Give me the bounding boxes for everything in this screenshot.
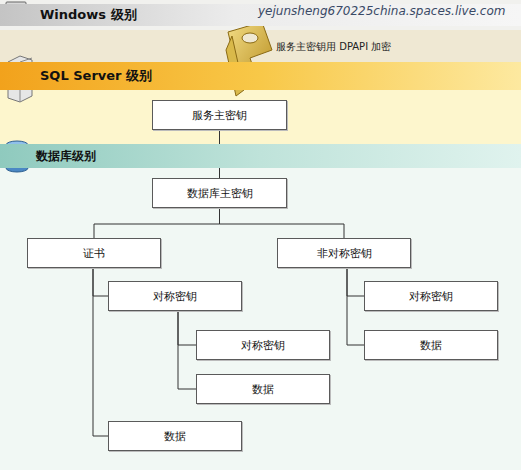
key-box: 对称密钥 (196, 330, 330, 360)
key-box: 对称密钥 (364, 281, 498, 311)
box-label: 数据 (158, 429, 192, 444)
database-region (0, 168, 521, 470)
note-text: 服务主密钥用 DPAPI 加密 (276, 40, 391, 54)
connector-line (94, 208, 220, 238)
key-box: 非对称密钥 (277, 238, 411, 268)
box-label: 对称密钥 (147, 289, 203, 304)
box-label: 证书 (77, 246, 111, 261)
connector-line (178, 311, 196, 345)
connector-line (347, 268, 364, 345)
watermark: yejunsheng670225china.spaces.live.com (258, 4, 505, 18)
level-band: SQL Server 级别 (0, 62, 521, 90)
key-box: 对称密钥 (108, 281, 242, 311)
key-box: 数据 (196, 374, 330, 404)
connector-line (347, 268, 364, 296)
key-box: 数据库主密钥 (152, 178, 287, 208)
windows-region (0, 0, 521, 30)
box-label: 数据 (246, 382, 280, 397)
box-label: 数据库主密钥 (181, 186, 259, 201)
key-box: 服务主密钥 (152, 100, 287, 130)
connector-line (93, 268, 108, 436)
band-title: 数据库级别 (36, 148, 96, 165)
box-label: 对称密钥 (235, 338, 291, 353)
connector-line (93, 268, 108, 296)
connector-line (178, 311, 196, 389)
band-title: Windows 级别 (40, 6, 137, 24)
key-box: 证书 (27, 238, 161, 268)
box-label: 数据 (414, 338, 448, 353)
key-box: 数据 (108, 421, 242, 451)
connector-line (220, 208, 345, 238)
level-band: 数据库级别 (0, 144, 521, 168)
box-label: 非对称密钥 (311, 246, 378, 261)
band-title: SQL Server 级别 (40, 67, 152, 85)
box-label: 服务主密钥 (186, 108, 253, 123)
sql-region (0, 90, 521, 144)
key-box: 数据 (364, 330, 498, 360)
box-label: 对称密钥 (403, 289, 459, 304)
